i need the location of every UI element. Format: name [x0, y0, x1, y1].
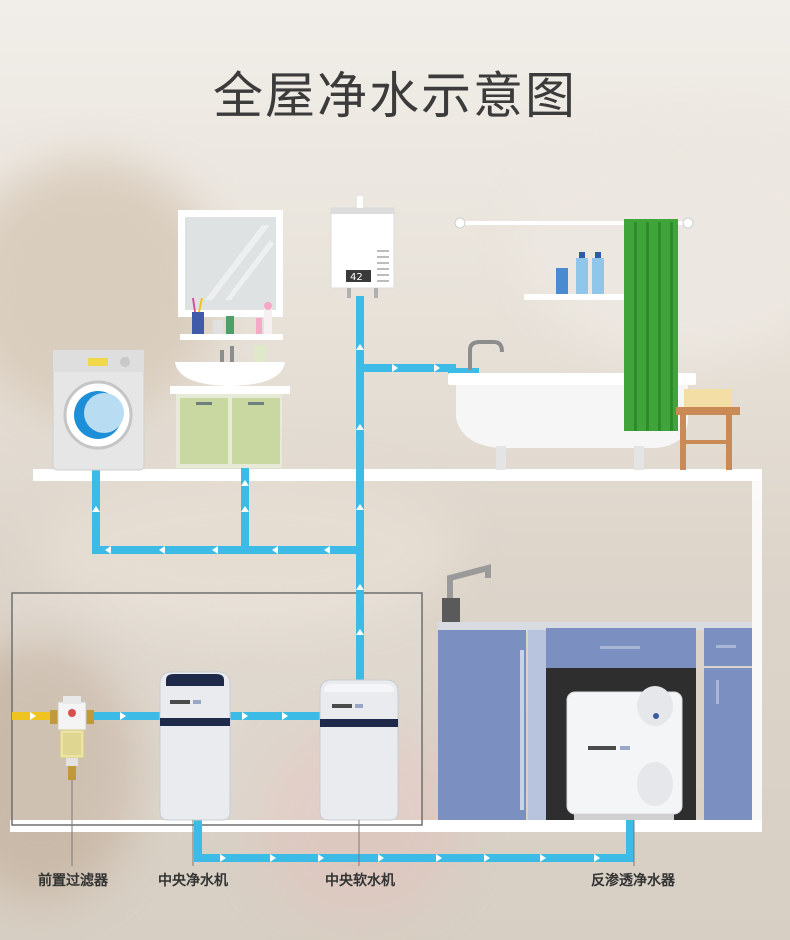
central-purifier-unit: [159, 671, 231, 821]
shower-curtain: [624, 219, 678, 431]
toiletry-shelf: [180, 297, 283, 340]
water-softener-unit: [319, 679, 399, 821]
kitchen-faucet: [442, 564, 491, 622]
flow-arrows: [30, 344, 600, 862]
right-wall: [752, 469, 762, 829]
wooden-stool: [676, 389, 740, 470]
page-title: 全屋净水示意图: [213, 67, 577, 125]
label-ro-purifier: 反渗透净水器: [591, 873, 675, 889]
prefilter-unit: [50, 696, 94, 780]
ro-purifier: [566, 686, 683, 820]
towel-rail: [454, 217, 694, 229]
washing-machine: [52, 349, 145, 471]
label-softener: 中央软水机: [325, 873, 395, 889]
heater-temperature: 42: [350, 272, 363, 283]
label-leader-lines: [71, 780, 635, 866]
bathtub-branch-pipe: [356, 364, 479, 376]
label-prefilter: 前置过滤器: [38, 873, 108, 889]
bathroom-mirror: [178, 210, 283, 317]
floor-slab: [33, 469, 761, 481]
ro-feed-pipe: [194, 811, 634, 862]
label-central-purifier: 中央净水机: [158, 873, 228, 889]
laundry-branch-pipe: [92, 466, 364, 554]
water-heater: [330, 196, 395, 298]
bath-shelf: [524, 252, 624, 300]
bathroom-sink: [170, 345, 290, 468]
